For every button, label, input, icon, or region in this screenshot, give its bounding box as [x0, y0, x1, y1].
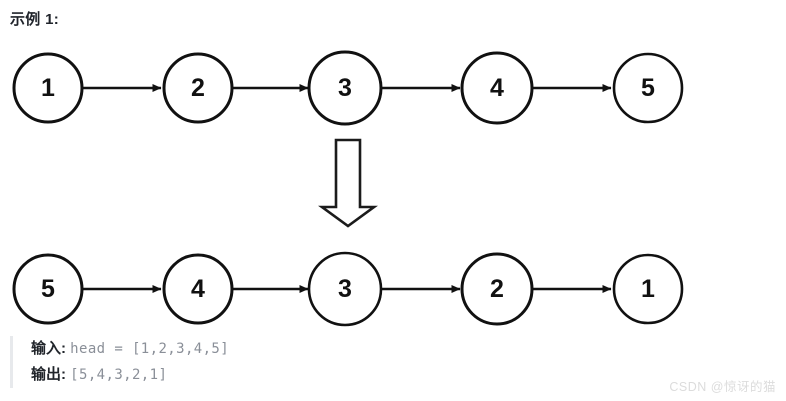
node-label: 3 — [338, 275, 352, 303]
node-label: 2 — [490, 275, 504, 303]
input-list-row: 1 2 3 4 5 — [12, 50, 684, 126]
output-list-row: 5 4 3 2 1 — [12, 251, 684, 327]
list-node[interactable]: 1 — [612, 253, 684, 325]
node-label: 5 — [41, 275, 55, 303]
list-node[interactable]: 4 — [460, 51, 534, 125]
node-label: 5 — [641, 74, 655, 102]
node-circle — [460, 51, 534, 125]
list-node[interactable]: 2 — [460, 252, 534, 326]
output-line: 输出: [5,4,3,2,1] — [31, 362, 229, 388]
output-value: [5,4,3,2,1] — [70, 367, 168, 383]
input-label: 输入: — [31, 340, 66, 357]
list-node[interactable]: 3 — [307, 251, 383, 327]
list-node[interactable]: 3 — [307, 50, 383, 126]
node-circle — [12, 52, 84, 124]
down-arrow-icon — [318, 138, 378, 228]
node-label: 1 — [641, 275, 655, 303]
node-circle — [307, 251, 383, 327]
list-node[interactable]: 4 — [162, 253, 234, 325]
node-label: 4 — [191, 275, 205, 303]
csdn-watermark: CSDN @惊讶的猫 — [669, 380, 776, 394]
node-circle — [612, 253, 684, 325]
input-value: head = [1,2,3,4,5] — [70, 341, 230, 357]
page-title: 示例 1: — [10, 11, 60, 28]
input-line: 输入: head = [1,2,3,4,5] — [31, 336, 229, 362]
node-circle — [307, 50, 383, 126]
node-circle — [162, 52, 234, 124]
node-label: 2 — [191, 74, 205, 102]
node-label: 4 — [490, 74, 504, 102]
node-circle — [162, 253, 234, 325]
list-node[interactable]: 5 — [612, 52, 684, 124]
node-circle — [612, 52, 684, 124]
node-circle — [12, 253, 84, 325]
io-description-block: 输入: head = [1,2,3,4,5] 输出: [5,4,3,2,1] — [10, 336, 229, 388]
list-node[interactable]: 1 — [12, 52, 84, 124]
node-label: 1 — [41, 74, 55, 102]
node-circle — [460, 252, 534, 326]
list-node[interactable]: 2 — [162, 52, 234, 124]
list-node[interactable]: 5 — [12, 253, 84, 325]
linked-list-diagram: 1 2 3 4 5 — [12, 50, 684, 327]
output-label: 输出: — [31, 366, 66, 383]
node-label: 3 — [338, 74, 352, 102]
